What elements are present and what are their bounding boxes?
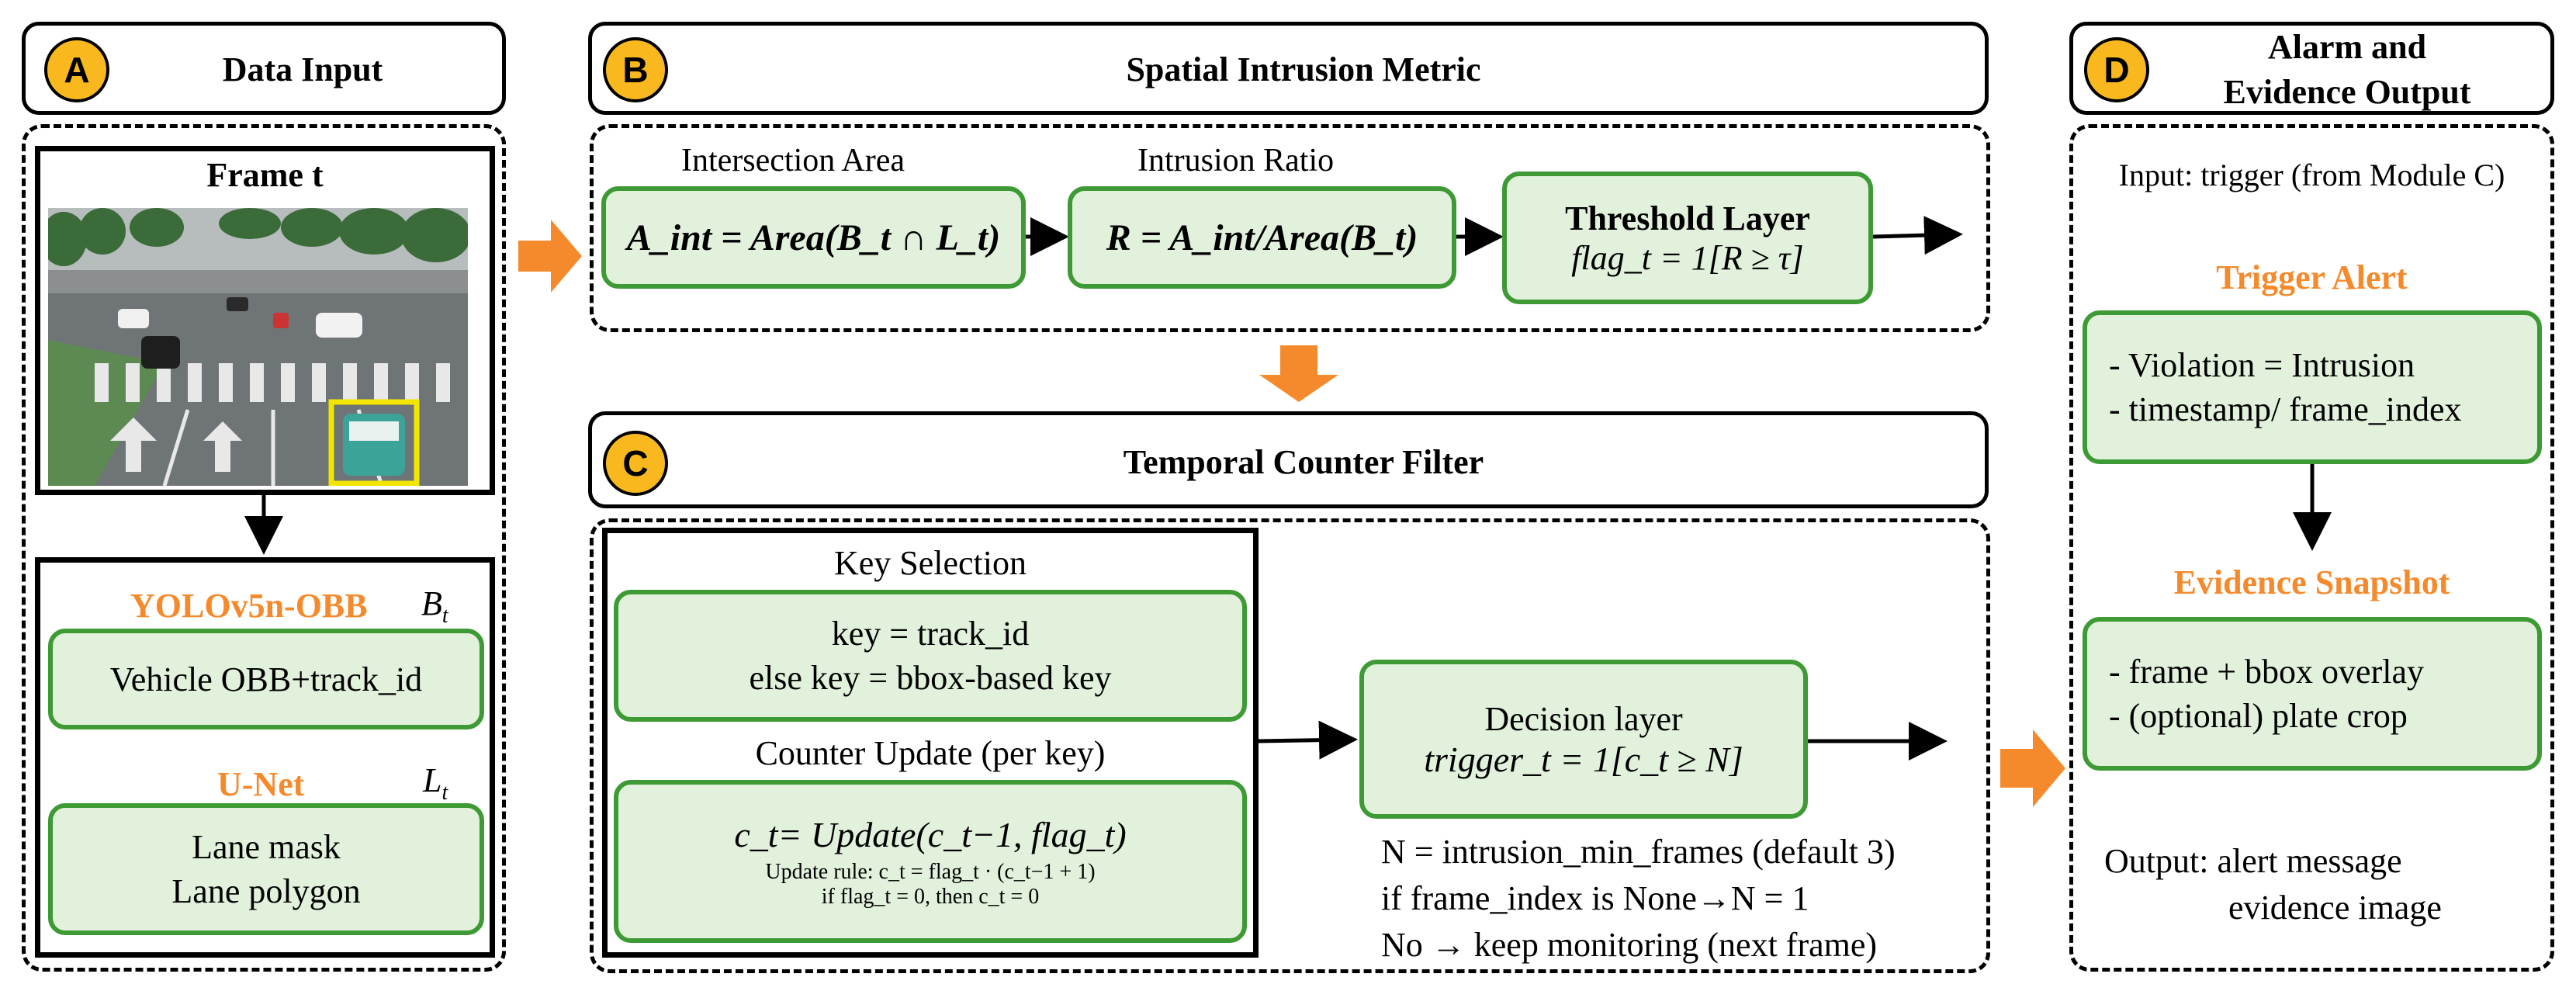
threshold-layer-formula: flag_t = 1[R ≥ τ] — [1571, 238, 1804, 277]
output-line-2: evidence image — [2228, 889, 2442, 927]
frame-box — [35, 146, 495, 495]
yolo-symbol: Bt — [421, 584, 448, 628]
note-3: No → keep monitoring (next frame) — [1381, 926, 1878, 964]
counter-update-title: Counter Update (per key) — [755, 734, 1106, 772]
trigger-line-2: - timestamp/ frame_index — [2109, 390, 2462, 428]
panel-c-title: Temporal Counter Filter — [1123, 443, 1484, 481]
orange-arrow-b-to-c — [1259, 345, 1338, 402]
threshold-layer-box: Threshold Layer flag_t = 1[R ≥ τ] — [1502, 172, 1873, 304]
trigger-line-1: - Violation = Intrusion — [2109, 345, 2415, 384]
note-2: if frame_index is None→N = 1 — [1381, 879, 1809, 917]
intrusion-ratio-box: R = A_int/Area(B_t) — [1068, 186, 1456, 289]
yolo-label: YOLOv5n-OBB — [130, 587, 368, 625]
key-line-1: key = track_id — [831, 614, 1030, 653]
unet-symbol: Lt — [423, 761, 448, 805]
panel-d-header — [2069, 22, 2554, 115]
arrow-threshold-out — [1872, 216, 1963, 255]
panel-a-body — [22, 124, 506, 972]
intersection-area-label: Intersection Area — [681, 143, 905, 178]
evidence-line-2: - (optional) plate crop — [2109, 697, 2408, 735]
intersection-area-formula: A_int = Area(B_t ∩ L_t) — [626, 217, 1001, 258]
key-selection-box: key = track_id else key = bbox-based key — [614, 590, 1247, 722]
panel-b-header — [588, 22, 1989, 115]
unet-line-2: Lane polygon — [171, 872, 361, 910]
yolo-output-box: Vehicle OBB+track_id — [48, 629, 484, 729]
evidence-snapshot-box: - frame + bbox overlay - (optional) plat… — [2083, 617, 2542, 771]
arrow-counter-to-decision — [1258, 720, 1358, 760]
input-text: Input: trigger (from Module C) — [2118, 158, 2505, 192]
decision-layer-box: Decision layer trigger_t = 1[c_t ≥ N] — [1359, 660, 1808, 819]
decision-layer-formula: trigger_t = 1[c_t ≥ N] — [1424, 739, 1743, 779]
panel-b-title: Spatial Intrusion Metric — [1126, 50, 1481, 88]
traffic-frame-image — [48, 208, 468, 486]
key-line-2: else key = bbox-based key — [749, 659, 1112, 697]
panel-c-body — [590, 518, 1990, 973]
panel-d-badge: D — [2084, 37, 2149, 102]
trigger-alert-title: Trigger Alert — [2216, 258, 2408, 296]
counter-rule: Update rule: c_t = flag_t · (c_t−1 + 1) — [765, 859, 1096, 884]
intersection-area-box: A_int = Area(B_t ∩ L_t) — [601, 186, 1026, 289]
evidence-line-1: - frame + bbox overlay — [2109, 652, 2424, 691]
panel-d-title: Alarm and Evidence Output — [2157, 25, 2537, 115]
yolo-output-text: Vehicle OBB+track_id — [109, 660, 423, 698]
key-selection-title: Key Selection — [833, 544, 1027, 582]
output-text: Output: alert message evidence image — [2104, 838, 2442, 931]
unet-line-1: Lane mask — [192, 827, 341, 866]
key-counter-box — [602, 528, 1259, 958]
unet-output-box: Lane mask Lane polygon — [48, 803, 484, 935]
frame-title: Frame t — [206, 156, 324, 194]
panel-a-badge: A — [44, 37, 109, 102]
orange-arrow-a-to-b — [518, 220, 582, 293]
panel-c-header — [588, 411, 1989, 508]
panel-b-body — [590, 124, 1990, 332]
panel-a-title: Data Input — [222, 50, 383, 88]
orange-arrow-c-to-d — [2000, 729, 2065, 807]
panel-c-badge: C — [603, 431, 668, 496]
panel-b-badge: B — [603, 37, 668, 102]
counter-update-box: c_t= Update(c_t−1, flag_t) Update rule: … — [614, 780, 1247, 943]
evidence-snapshot-title: Evidence Snapshot — [2173, 563, 2450, 601]
counter-formula: c_t= Update(c_t−1, flag_t) — [734, 814, 1127, 854]
panel-d-title-line-1: Alarm and — [2267, 28, 2427, 66]
decision-layer-title: Decision layer — [1484, 699, 1683, 738]
output-line-1: Output: alert message — [2104, 842, 2402, 880]
panel-d-body — [2069, 124, 2554, 972]
panel-d-title-line-2: Evidence Output — [2223, 73, 2471, 111]
decision-notes: N = intrusion_min_frames (default 3) if … — [1381, 829, 1896, 969]
detection-box — [35, 557, 495, 958]
intrusion-ratio-label: Intrusion Ratio — [1137, 143, 1335, 178]
threshold-layer-title: Threshold Layer — [1565, 199, 1810, 237]
trigger-alert-box: - Violation = Intrusion - timestamp/ fra… — [2083, 310, 2542, 464]
unet-label: U-Net — [217, 765, 305, 803]
intrusion-ratio-formula: R = A_int/Area(B_t) — [1106, 217, 1418, 258]
counter-if: if flag_t = 0, then c_t = 0 — [821, 884, 1040, 909]
note-1: N = intrusion_min_frames (default 3) — [1381, 833, 1896, 871]
